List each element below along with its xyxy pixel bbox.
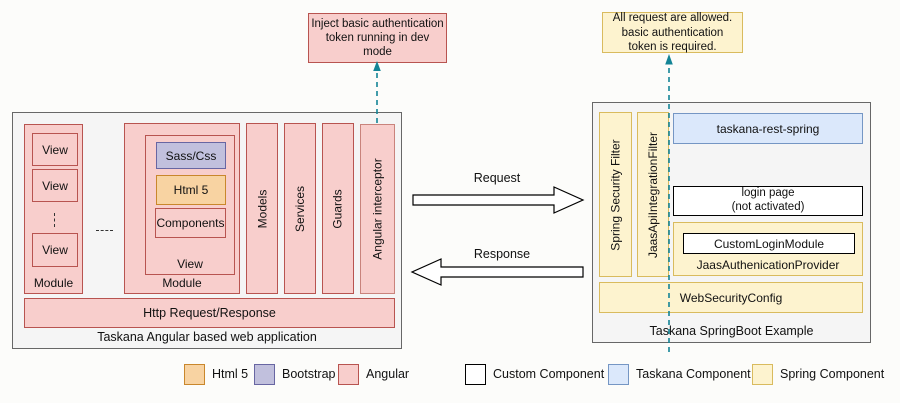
legend-label: Bootstrap [282, 367, 336, 381]
legend-item-html5: Html 5 [184, 363, 248, 385]
request-arrow [412, 186, 585, 214]
legend-swatch-angular [338, 363, 359, 385]
html5-box: Html 5 [156, 175, 226, 205]
view-box: View [32, 133, 78, 166]
jaas-authentication-provider-label: JaasAuthenicationProvider [696, 258, 840, 272]
legend-item-bootstrap: Bootstrap [254, 363, 336, 385]
legend-item-spring-component: Spring Component [752, 363, 884, 385]
jaas-api-integration-filter-box: JaasApiIntegrationFilter [637, 112, 669, 277]
models-box: Models [246, 123, 278, 294]
request-label: Request [473, 171, 521, 185]
module-2-view: Sass/Css Html 5 Components View [145, 135, 235, 275]
legend-label: Angular [366, 367, 410, 381]
callout-inject-token: Inject basic authentication token runnin… [308, 13, 447, 63]
view-box: View [32, 233, 78, 267]
models-label: Models [255, 189, 269, 228]
legend-swatch-custom [465, 363, 486, 385]
legend-swatch-spring [752, 363, 773, 385]
springboot-title: Taskana SpringBoot Example [649, 324, 814, 338]
legend-swatch-taskana [608, 363, 629, 385]
legend-item-custom-component: Custom Component [465, 363, 604, 385]
legend-label: Html 5 [212, 367, 249, 381]
services-label: Services [293, 185, 308, 232]
jaas-authentication-provider-box: CustomLoginModule JaasAuthenicationProvi… [673, 222, 863, 276]
module-1-label: Module [33, 276, 74, 290]
angular-interceptor-label: Angular interceptor [370, 158, 385, 260]
legend-label: Taskana Component [636, 367, 751, 381]
sass-css-box: Sass/Css [156, 142, 226, 169]
web-security-config-box: WebSecurityConfig [599, 282, 863, 313]
response-label: Response [473, 247, 531, 261]
callout-requests-allowed: All request are allowed. basic authentic… [602, 12, 743, 53]
springboot-container: Spring Security Filter JaasApiIntegratio… [592, 102, 871, 343]
module-2: Sass/Css Html 5 Components View Module [124, 123, 240, 294]
guards-box: Guards [322, 123, 354, 294]
services-box: Services [284, 123, 316, 294]
angular-app-container: View View View Module Sass/Css Html 5 Co… [12, 112, 402, 349]
view-box: View [32, 169, 78, 202]
legend-item-angular: Angular [338, 363, 409, 385]
module-2-label: Module [162, 276, 202, 290]
legend-label: Custom Component [493, 367, 605, 381]
taskana-rest-spring-box: taskana-rest-spring [673, 113, 863, 144]
legend-swatch-html5 [184, 363, 205, 385]
legend-label: Spring Component [780, 367, 885, 381]
modules-separator-dashes [96, 230, 113, 231]
legend-item-taskana-component: Taskana Component [608, 363, 751, 385]
module-1: View View View Module [24, 124, 83, 294]
angular-interceptor-box: Angular interceptor [360, 124, 395, 294]
spring-security-filter-box: Spring Security Filter [599, 112, 632, 277]
components-box: Components [155, 208, 226, 238]
login-page-box: login page (not activated) [673, 186, 863, 216]
custom-login-module-box: CustomLoginModule [683, 233, 855, 254]
vertical-ellipsis [54, 213, 55, 227]
angular-app-title: Taskana Angular based web application [97, 330, 317, 344]
view-label: View [177, 257, 203, 271]
response-arrow [410, 258, 584, 286]
jaas-api-integration-filter-label: JaasApiIntegrationFilter [646, 131, 661, 258]
http-request-response-bar: Http Request/Response [24, 298, 395, 328]
spring-security-filter-label: Spring Security Filter [608, 138, 623, 251]
legend-swatch-bootstrap [254, 363, 275, 385]
guards-label: Guards [331, 188, 346, 229]
